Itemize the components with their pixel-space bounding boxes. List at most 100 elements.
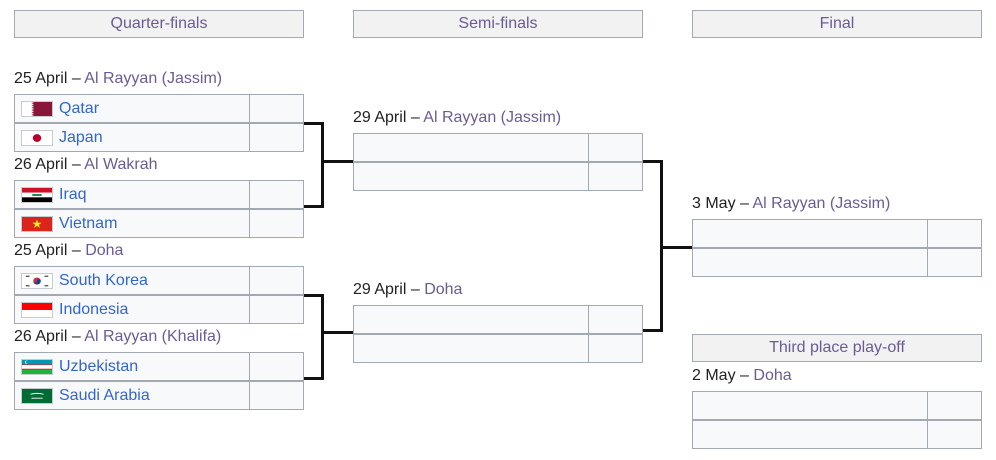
qf4-team1-row: Uzbekistan [14,352,304,381]
separator: – [740,367,749,384]
score-cell [248,124,303,151]
header-third-place: Third place play-off [692,334,982,362]
final-date: 3 May [692,195,736,212]
score-cell [248,95,303,122]
team-name-cell: Japan [15,124,250,151]
separator: – [410,281,420,298]
team-link-south-korea[interactable]: South Korea [59,272,148,289]
qf1-date: 25 April [14,70,68,87]
sf2-label: 29 April – Doha [353,280,462,300]
header-quarter-finals: Quarter-finals [14,10,304,38]
team-name-cell [693,392,928,419]
sf1-venue-link[interactable]: Al Rayyan (Jassim) [423,109,562,126]
team-link-vietnam[interactable]: Vietnam [59,215,118,232]
qf3-date: 25 April [14,242,68,259]
qf2-date: 26 April [14,156,68,173]
separator: – [71,70,81,87]
team-name-cell [354,134,589,161]
vietnam-flag-icon [21,216,53,232]
team-link-uzbekistan[interactable]: Uzbekistan [59,358,139,375]
team-link-saudi-arabia[interactable]: Saudi Arabia [59,387,150,404]
sf2-team1-row [353,305,643,334]
sf2-venue-link[interactable]: Doha [424,281,463,298]
team-name-cell [354,163,589,190]
qf2-team2-row: Vietnam [14,209,304,238]
final-label: 3 May – Al Rayyan (Jassim) [692,194,890,214]
qf3-venue-link[interactable]: Doha [85,242,124,259]
separator: – [740,195,749,212]
score-cell [248,267,303,294]
qf1-team2-row: Japan [14,123,304,152]
third-place-label: 2 May – Doha [692,366,792,386]
qf1-venue-link[interactable]: Al Rayyan (Jassim) [84,70,223,87]
score-cell [248,296,303,323]
team-name-cell: Uzbekistan [15,353,250,380]
sf2-team2-row [353,334,643,363]
bracket-connector-tail [321,331,353,334]
team-link-qatar[interactable]: Qatar [59,100,100,117]
japan-flag-icon [21,130,53,146]
team-name-cell: Saudi Arabia [15,382,250,409]
team-name-cell [693,249,928,276]
score-cell [926,220,981,247]
qf4-venue-link[interactable]: Al Rayyan (Khalifa) [84,328,222,345]
uzbekistan-flag-icon [21,359,53,375]
separator: – [71,156,81,173]
separator: – [410,109,420,126]
bracket-connector-tail [660,246,692,249]
iraq-flag-icon [21,187,53,203]
sf1-team1-row [353,133,643,162]
qf4-team2-row: Saudi Arabia [14,381,304,410]
qf3-team2-row: Indonesia [14,295,304,324]
sf2-date: 29 April [353,281,407,298]
third-place-team1-row [692,391,982,420]
third-place-date: 2 May [692,367,736,384]
team-name-cell [354,335,589,362]
team-link-iraq[interactable]: Iraq [59,186,87,203]
score-cell [248,181,303,208]
score-cell [926,421,981,448]
sf1-date: 29 April [353,109,407,126]
bracket-connector-qf3-qf4 [304,294,324,380]
score-cell [248,382,303,409]
final-team2-row [692,248,982,277]
qf3-team1-row: South Korea [14,266,304,295]
header-final: Final [692,10,982,38]
team-name-cell [693,220,928,247]
score-cell [926,249,981,276]
qf2-venue-link[interactable]: Al Wakrah [84,156,158,173]
score-cell [587,335,642,362]
qf1-label: 25 April – Al Rayyan (Jassim) [14,69,222,89]
separator: – [71,328,81,345]
third-place-team2-row [692,420,982,449]
score-cell [926,392,981,419]
final-venue-link[interactable]: Al Rayyan (Jassim) [752,195,891,212]
saudi-arabia-flag-icon [21,388,53,404]
score-cell [248,210,303,237]
indonesia-flag-icon [21,302,53,318]
qf3-label: 25 April – Doha [14,241,123,261]
team-name-cell: South Korea [15,267,250,294]
team-link-indonesia[interactable]: Indonesia [59,301,129,318]
final-team1-row [692,219,982,248]
team-name-cell: Indonesia [15,296,250,323]
sf1-team2-row [353,162,643,191]
score-cell [587,163,642,190]
sf1-label: 29 April – Al Rayyan (Jassim) [353,108,561,128]
qf4-date: 26 April [14,328,68,345]
score-cell [587,134,642,161]
bracket-connector-tail [321,160,353,163]
team-name-cell: Iraq [15,181,250,208]
team-link-japan[interactable]: Japan [59,129,103,146]
team-name-cell [354,306,589,333]
qf2-team1-row: Iraq [14,180,304,209]
south-korea-flag-icon [21,273,53,289]
team-name-cell [693,421,928,448]
qf2-label: 26 April – Al Wakrah [14,155,158,175]
header-semi-finals: Semi-finals [353,10,643,38]
team-name-cell: Vietnam [15,210,250,237]
third-place-venue-link[interactable]: Doha [753,367,792,384]
bracket-connector-qf1-qf2 [304,122,324,208]
separator: – [71,242,81,259]
qatar-flag-icon [21,101,53,117]
